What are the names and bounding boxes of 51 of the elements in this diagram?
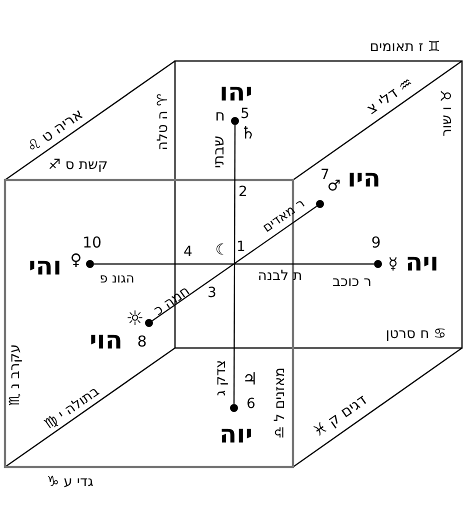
point-number: 1 [236,240,246,254]
moon-symbol: ☾ [215,242,229,258]
planet-symbol: ♃ [242,372,258,388]
point-dot [86,260,94,268]
planet-name: שבתי [212,136,226,168]
point-number: 5 [240,107,250,121]
point-number: 4 [184,245,192,259]
zodiac-label: ♈ ה טלה [156,94,170,150]
planet-name: צדק ג [214,360,228,396]
point-dot [231,117,239,125]
planet-symbol: ☿ [388,256,398,272]
planet-name: ת לבנה [258,269,302,283]
zodiac-label: ♒ דלי צ [364,74,416,118]
zodiac-label: גדי ע ♑ [46,475,94,489]
zodiac-label: בתולה י ♍ [42,384,102,432]
zodiac-label: דגים ק ♓ [310,392,370,440]
axis-line [233,125,236,404]
hebrew-name: יוה [219,422,253,446]
point-dot [374,260,382,268]
planet-symbol: ♂ [327,178,341,194]
hebrew-name: ויה [405,250,439,274]
zodiac-label: ♋ ח סרטן [386,327,446,341]
hebrew-name: יהו [219,80,253,104]
sun-symbol: ☼ [126,308,144,328]
zodiac-label: ♊ ז תאומים [370,40,440,54]
zodiac-label: ♉ ו שור [440,90,454,136]
hebrew-name: היו [347,166,381,190]
point-number: 2 [238,185,248,199]
planet-name: ר מאדים [260,197,308,235]
zodiac-label: עקרב נ ♏ [8,344,22,406]
zodiac-label: קשת ס ♐ [48,158,108,172]
point-number: 7 [320,168,330,182]
point-number: 8 [137,334,147,350]
planet-symbol: ♄ [240,126,256,142]
planet-symbol: ♀ [70,252,82,268]
zodiac-label: מאזנים ל ♎ [273,367,287,439]
point-dot [230,404,238,412]
point-number: 10 [82,236,102,250]
axis-line [94,263,374,265]
hebrew-letter: ח [215,108,225,124]
hebrew-name: הוי [89,328,123,352]
planet-name: הגונ פ [100,272,134,286]
point-dot [316,200,324,208]
hebrew-name: והי [28,254,62,278]
point-number: 9 [371,236,381,250]
zodiac-label: אריה ט ♌ [24,106,86,156]
point-number: 3 [208,286,216,300]
planet-name: ר כוכב [332,275,372,289]
axis-line [152,206,318,322]
point-dot [145,319,153,327]
point-number: 6 [246,397,256,411]
